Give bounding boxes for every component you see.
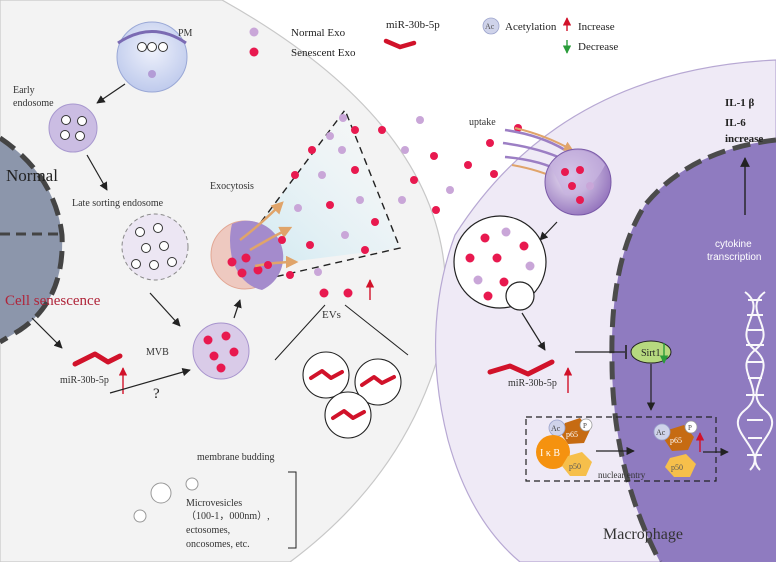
legend-decrease-label: Decrease	[578, 41, 618, 53]
ev-with-mirna-1	[302, 351, 350, 399]
right-mirna-label: miR-30b-5p	[508, 378, 557, 389]
microvesicle-2	[150, 482, 172, 504]
sirt1-label: Sirt1	[641, 348, 660, 359]
nuclear-nfkb-complex	[653, 420, 698, 477]
legend-mirna-label: miR-30b-5p	[386, 19, 440, 31]
nfkb-complex-box	[525, 416, 717, 482]
macrophage-nucleus	[611, 140, 776, 562]
dna-helix	[736, 291, 774, 471]
cytokine-label-line2: transcription	[707, 252, 761, 263]
plasma-membrane-vesicle	[116, 21, 188, 93]
left-mirna	[72, 351, 123, 367]
pm-label: PM	[178, 28, 193, 39]
microvesicles-label-line3: ectosomes,	[186, 525, 230, 536]
microvesicles-label-line1: Microvesicles	[186, 498, 242, 509]
cytoplasmic-nfkb-complex	[536, 418, 593, 476]
p65-label-cyto: p65	[566, 430, 578, 439]
left-mirna-label: miR-30b-5p	[60, 375, 109, 386]
il6-label: IL-6	[725, 117, 746, 129]
macrophage-endosome	[453, 215, 547, 311]
microvesicle-1	[185, 477, 199, 491]
early-endosome-label-line1: Early	[13, 85, 35, 96]
legend-senescent-exo-label: Senescent Exo	[291, 47, 356, 59]
legend-normal-exo-dot	[249, 27, 259, 37]
ev-with-mirna-3	[324, 391, 372, 439]
p50-label-nuclear: p50	[671, 463, 683, 472]
p50-label-cyto: p50	[569, 462, 581, 471]
macrophage-label: Macrophage	[603, 526, 683, 543]
legend-mirna-icon	[383, 38, 417, 50]
ev-with-mirna-2	[354, 358, 402, 406]
legend-senescent-exo-dot	[249, 47, 259, 57]
exocytosis-label: Exocytosis	[210, 181, 254, 192]
membrane-budding-label: membrane budding	[197, 452, 274, 463]
ikb-label: I κ B	[540, 448, 560, 459]
mvb	[192, 322, 250, 380]
p65-label-nuclear: p65	[670, 436, 682, 445]
ac-label-nuclear: Ac	[656, 428, 666, 437]
early-endosome-label-line2: endosome	[13, 98, 54, 109]
il1b-label: IL-1 β	[725, 97, 755, 109]
question-mark: ?	[153, 386, 160, 402]
legend-increase-label: Increase	[578, 21, 615, 33]
released-evs	[264, 114, 522, 298]
legend-acetylation-label: Acetylation	[505, 21, 557, 33]
microvesicles-label-line2: （100-1，000nm）,	[186, 510, 270, 522]
cytokine-label-line1: cytokine	[715, 239, 752, 250]
legend-ac-label: Ac	[485, 22, 495, 31]
uptake-vesicle	[544, 148, 612, 216]
normal-label: Normal	[6, 166, 58, 185]
late-sorting-endosome	[121, 213, 189, 281]
legend-normal-exo-label: Normal Exo	[291, 27, 346, 39]
exocytosis-vesicle	[210, 201, 299, 290]
p-label-cyto: P	[583, 422, 587, 430]
mvb-label: MVB	[146, 347, 169, 358]
cell-senescence-label: Cell senescence	[5, 293, 101, 309]
uptake-label: uptake	[469, 117, 496, 128]
microvesicles-label-line4: oncosomes, etc.	[186, 539, 250, 550]
microvesicles-bracket	[288, 471, 297, 549]
legend-ac-icon	[482, 17, 500, 35]
nuclear-entry-label: nuclear entry	[598, 470, 646, 480]
increase-label: increase	[725, 133, 763, 145]
ac-label-cyto: Ac	[551, 424, 561, 433]
early-endosome	[48, 103, 98, 153]
right-mirna	[487, 359, 555, 377]
late-sorting-endosome-label: Late sorting endosome	[72, 198, 164, 209]
p-label-nuclear: P	[688, 424, 692, 432]
microvesicle-3	[133, 509, 147, 523]
evs-label: EVs	[322, 309, 341, 321]
